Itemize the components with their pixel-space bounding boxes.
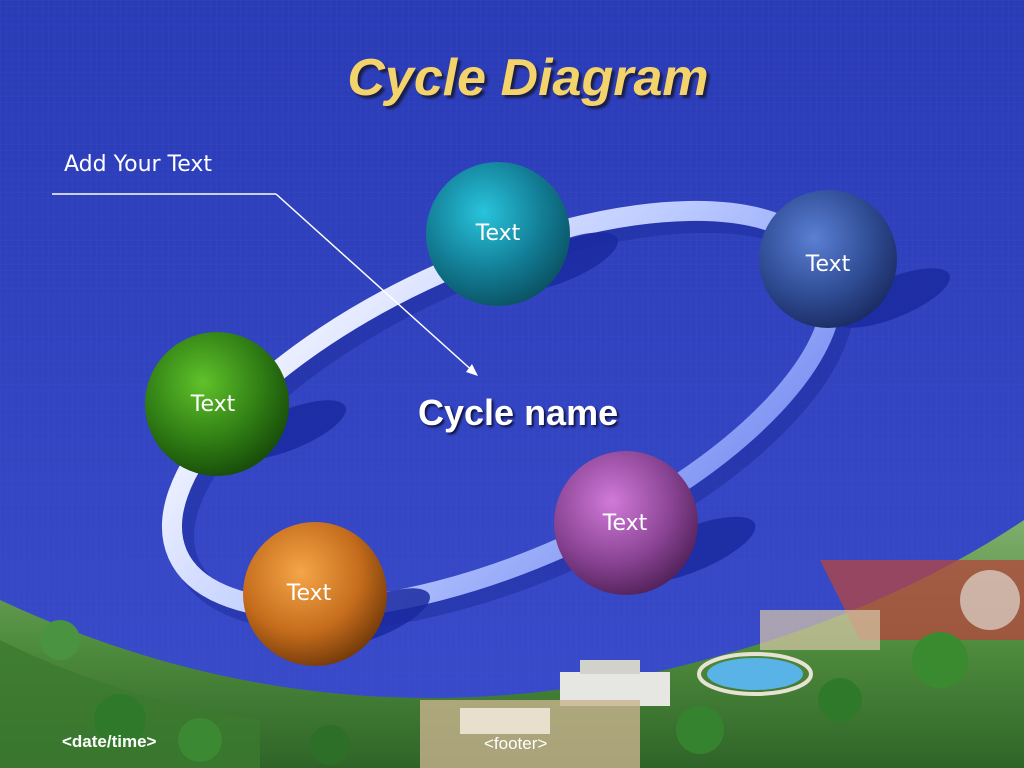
callout-text[interactable]: Add Your Text [64, 152, 213, 177]
node-label-purple[interactable]: Text [602, 511, 648, 536]
callout-connector [52, 193, 478, 376]
node-label-navy[interactable]: Text [805, 252, 851, 277]
node-label-orange[interactable]: Text [286, 581, 332, 606]
cycle-name-label[interactable]: Cycle name [418, 392, 619, 433]
node-label-green[interactable]: Text [190, 392, 236, 417]
cycle-node-green[interactable] [145, 332, 289, 476]
cycle-node-teal[interactable] [426, 162, 570, 306]
slide-title: Cycle Diagram [347, 49, 709, 107]
cycle-node-purple[interactable] [554, 451, 698, 595]
landscape-illustration [0, 520, 1024, 768]
footer-date-time: <date/time> [62, 732, 157, 751]
footer-text: <footer> [484, 734, 548, 753]
cycle-node-navy[interactable] [759, 190, 897, 328]
cycle-node-orange[interactable] [243, 522, 387, 666]
node-label-teal[interactable]: Text [475, 221, 521, 246]
